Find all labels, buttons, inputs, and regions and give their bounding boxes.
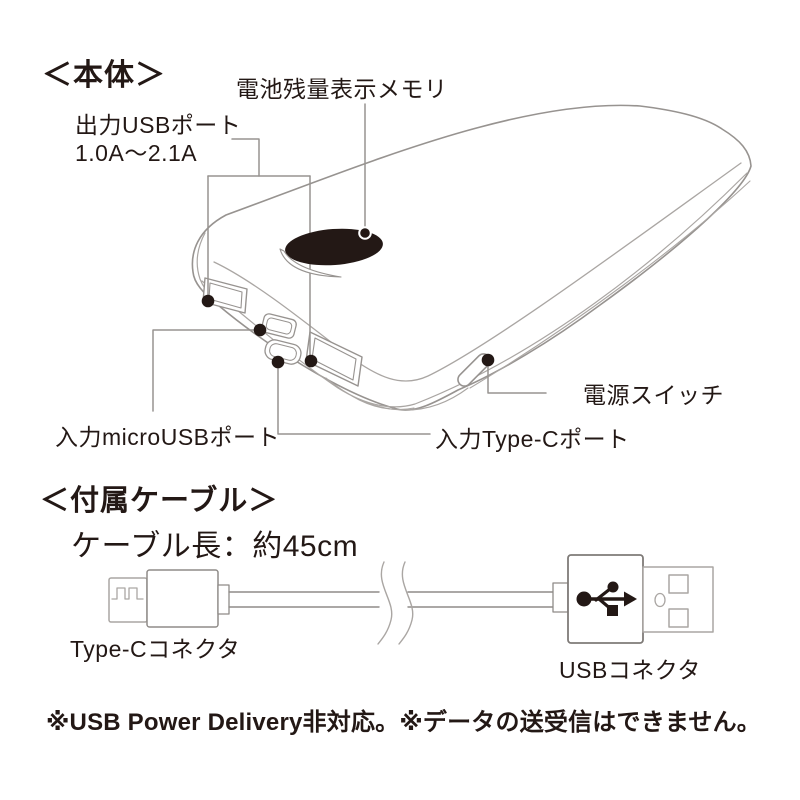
dot-type-c	[271, 355, 285, 369]
usb-trident-icon	[576, 581, 637, 616]
trident-branch-square	[607, 605, 618, 616]
type-c-strain-relief	[217, 584, 230, 615]
shield-hole-bottom	[668, 608, 689, 628]
leader-power-switch	[487, 360, 547, 394]
trident-arrowhead	[624, 591, 637, 607]
label-battery-gauge: 電池残量表示メモリ	[236, 76, 448, 102]
type-c-tip	[108, 577, 148, 623]
power-bank-illustration	[152, 103, 752, 435]
device-outline	[191, 104, 752, 411]
break-symbol-right	[398, 561, 414, 645]
dot-usb-left	[201, 294, 215, 308]
label-cable-length: ケーブル長：約45cm	[71, 530, 359, 563]
type-c-plug	[108, 569, 230, 628]
micro-usb-port	[261, 313, 297, 339]
dot-power-switch	[481, 353, 495, 367]
usb-strain-relief	[552, 582, 569, 613]
break-symbol-left	[377, 561, 393, 645]
label-input-type-c: 入力Type-Cポート	[435, 426, 630, 452]
leader-output-usb	[231, 138, 260, 177]
dot-micro-usb	[253, 323, 267, 337]
leader-micro-usb	[152, 329, 259, 412]
battery-gauge-oval	[285, 228, 383, 266]
type-c-body	[146, 569, 219, 628]
top-face-boundary	[213, 162, 742, 382]
usb-a-plug	[552, 554, 714, 644]
usb-port-left	[202, 277, 248, 314]
label-output-usb-line1: 出力USBポート	[75, 112, 242, 138]
label-type-c-connector: Type-Cコネクタ	[70, 636, 241, 662]
label-power-switch: 電源スイッチ	[583, 382, 724, 408]
leader-lines	[152, 103, 547, 435]
label-usb-connector: USBコネクタ	[559, 657, 701, 683]
section-title-cable: ＜付属ケーブル＞	[40, 485, 279, 517]
bottom-foot-line-2	[351, 395, 415, 411]
footnote-text: ※USB Power Delivery非対応。※データの送受信はできません。	[46, 709, 761, 736]
leader-type-c	[277, 362, 431, 435]
shell-seam-2	[469, 180, 751, 389]
shield-dimple	[654, 592, 666, 608]
callout-dots	[201, 226, 495, 369]
gauge-swoosh	[279, 248, 342, 278]
dot-battery-gauge	[358, 226, 372, 240]
trident-base-circle	[576, 591, 592, 607]
label-input-micro-usb: 入力microUSBポート	[55, 424, 281, 450]
section-title-body: ＜本体＞	[42, 59, 166, 92]
shield-hole-top	[668, 574, 689, 594]
dot-usb-right	[304, 354, 318, 368]
cable-illustration	[108, 554, 714, 645]
usb-port-right	[305, 331, 363, 387]
type-c-contacts	[111, 587, 144, 600]
cable-line	[228, 561, 554, 645]
label-output-usb-line2: 1.0A～2.1A	[75, 140, 198, 166]
shell-seam	[201, 172, 748, 408]
trident-branch-circle	[607, 581, 619, 593]
